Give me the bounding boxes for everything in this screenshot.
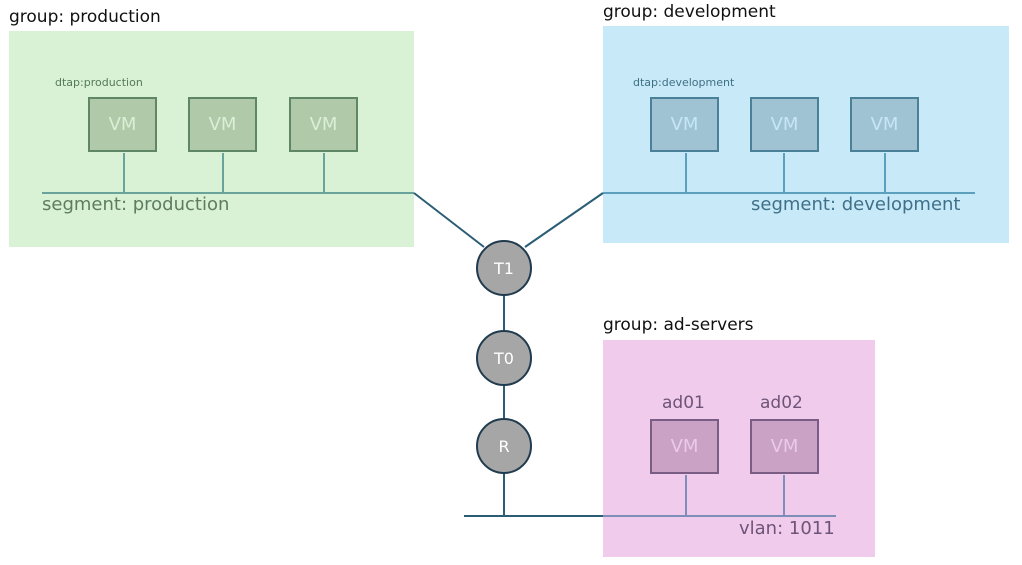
segment-development-label: segment: development xyxy=(751,194,961,215)
vlan-1011-label: vlan: 1011 xyxy=(739,518,835,539)
vm-development-1[interactable]: VM xyxy=(650,97,719,152)
vm-name-ad01: ad01 xyxy=(662,393,705,413)
group-development-title: group: development xyxy=(603,2,776,22)
dtap-development-tag: dtap:development xyxy=(633,76,735,89)
vm-development-2[interactable]: VM xyxy=(750,97,819,152)
segment-production-label: segment: production xyxy=(42,194,230,215)
group-ad-servers-box xyxy=(603,340,875,557)
group-production-title: group: production xyxy=(9,7,161,27)
vm-production-3[interactable]: VM xyxy=(289,97,358,152)
group-ad-servers-title: group: ad-servers xyxy=(603,315,754,335)
router-t0-node[interactable]: T0 xyxy=(476,330,532,386)
vm-production-1[interactable]: VM xyxy=(88,97,157,152)
vm-name-ad02: ad02 xyxy=(760,393,803,413)
dtap-production-tag: dtap:production xyxy=(55,76,143,89)
vm-production-2[interactable]: VM xyxy=(188,97,257,152)
vm-development-3[interactable]: VM xyxy=(850,97,919,152)
router-r-node[interactable]: R xyxy=(476,418,532,474)
vm-ad01[interactable]: VM xyxy=(650,419,719,474)
router-t1-node[interactable]: T1 xyxy=(476,240,532,296)
vm-ad02[interactable]: VM xyxy=(750,419,819,474)
uplink-production-t1 xyxy=(413,192,485,248)
uplink-development-t1 xyxy=(524,192,604,248)
